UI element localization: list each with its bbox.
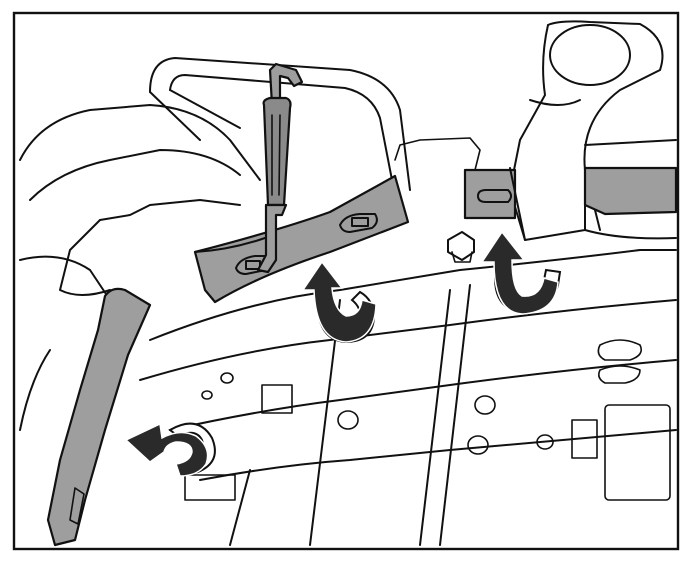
floor-panel-right: [604, 404, 671, 501]
floor-edge-upper: [149, 249, 677, 341]
rotate-arrow-icon: [301, 260, 377, 344]
left-side-trim-panel: [46, 287, 152, 547]
floor-oval-hole-1: [597, 339, 643, 361]
pillar-seam: [529, 99, 581, 106]
floor-crease-a: [229, 469, 251, 546]
floor-hole-5: [220, 372, 234, 384]
floor-square-hole-1: [261, 384, 293, 414]
upper-left-panel-inner: [29, 149, 241, 201]
floor-rib-2: [169, 359, 677, 431]
floor-crease-d: [439, 284, 471, 546]
panel-slot: [69, 487, 85, 525]
floor-crease-c: [419, 289, 451, 546]
upper-rail-inner: [169, 74, 393, 181]
upper-rail: [149, 57, 411, 191]
center-trim-panel: [193, 174, 410, 304]
panel-corner: [59, 219, 111, 296]
right-pillar-left: [509, 24, 549, 241]
floor-oval-hole-2: [598, 365, 641, 384]
upper-left-panel: [19, 104, 261, 181]
center-bracket: [394, 137, 481, 171]
floor-hole-2: [474, 395, 496, 415]
floor-hole-3: [467, 435, 489, 455]
trim-removal-tool: [256, 62, 304, 274]
rear-rail-line: [584, 139, 677, 146]
trim-clip-1: [339, 213, 378, 233]
floor-square-hole-2: [571, 419, 598, 459]
right-trim-slot: [477, 189, 512, 203]
left-sweep: [19, 255, 111, 301]
floor-hole-4: [536, 434, 554, 450]
bolt-icon: [447, 231, 475, 263]
floor-hole-6: [201, 390, 213, 400]
rail-joint: [149, 91, 201, 141]
rail-joint-2: [169, 89, 241, 129]
floor-hole-1: [337, 410, 359, 430]
pillar-base: [509, 167, 586, 241]
floor-crease-b: [309, 299, 341, 546]
left-edge: [19, 349, 51, 431]
floor-tab-1: [184, 474, 236, 501]
rear-lower-line: [584, 229, 677, 240]
vehicle-body-structure: [19, 20, 677, 546]
tool-grip-lines: [271, 114, 281, 196]
figure-frame: [12, 11, 680, 551]
floor-rib-1: [139, 299, 677, 381]
panel-step: [99, 199, 241, 221]
rotate-arrow-icon: [480, 230, 562, 315]
pillar-tube-end: [549, 24, 631, 86]
trim-upper-edge: [194, 237, 266, 253]
right-pillar-top: [547, 20, 664, 231]
rotate-arrow-icon: [124, 422, 216, 477]
right-trim-panel: [463, 166, 678, 241]
